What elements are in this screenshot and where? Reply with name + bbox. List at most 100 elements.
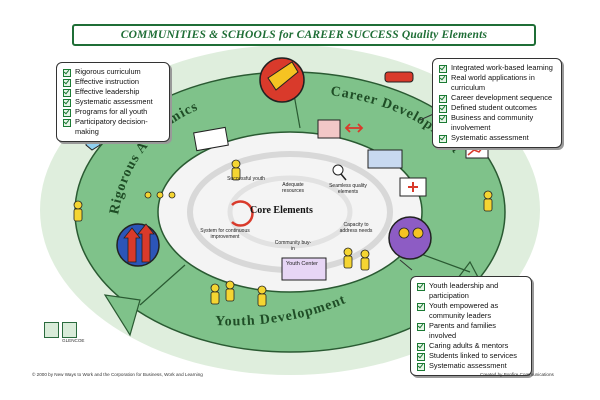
checkbox-icon <box>417 362 425 371</box>
person-icon <box>483 198 493 212</box>
list-item-text: Parents and families involved <box>429 321 496 340</box>
core-item: System for continuous improvement <box>200 228 250 240</box>
person-icon <box>144 191 152 199</box>
person-icon <box>257 293 267 307</box>
checkbox-icon <box>417 342 425 351</box>
person-icon <box>398 227 410 239</box>
list-item-text: Youth empowered as community leaders <box>429 301 499 320</box>
list-item: Real world applications in curriculum <box>439 73 555 93</box>
footer-copyright: © 2000 by New Ways to Work and the Corpo… <box>32 372 203 377</box>
person-icon <box>360 249 370 259</box>
building-icon <box>317 119 341 139</box>
youth-globe-icon <box>388 216 432 260</box>
list-item: Career development sequence <box>439 93 555 103</box>
checkbox-icon <box>63 118 71 127</box>
youth-center-building <box>281 257 327 281</box>
list-item: Defined student outcomes <box>439 103 555 113</box>
car-icon <box>384 71 414 83</box>
list-item: Participatory decision-making <box>63 117 163 137</box>
core-item: Adequate resources <box>282 182 304 194</box>
checkbox-icon <box>439 74 447 83</box>
person-icon <box>73 200 83 210</box>
academics-globe-icon <box>116 223 160 267</box>
person-icon <box>225 288 235 302</box>
list-item-text: Systematic assessment <box>75 97 153 106</box>
callout-pointer <box>399 259 413 271</box>
list-item-text: Participatory decision-making <box>75 117 148 136</box>
checkbox-icon <box>439 94 447 103</box>
list-item-text: Programs for all youth <box>75 107 148 116</box>
checkbox-icon <box>63 78 71 87</box>
core-item: Successful youth <box>227 176 265 182</box>
title-banner: COMMUNITIES & SCHOOLS for CAREER SUCCESS… <box>72 24 536 46</box>
list-item-text: Integrated work-based learning <box>451 63 553 72</box>
list-item: Programs for all youth <box>63 107 163 117</box>
person-icon <box>231 159 241 169</box>
list-item-text: Real world applications in curriculum <box>451 73 535 92</box>
checkbox-icon <box>63 98 71 107</box>
list-item: Business and community involvement <box>439 113 555 133</box>
checkbox-icon <box>439 114 447 123</box>
checkbox-icon <box>417 282 425 291</box>
person-icon <box>483 190 493 200</box>
logo-badge <box>44 322 59 338</box>
person-icon <box>225 280 235 290</box>
person-icon <box>231 167 241 181</box>
swirl-ring-inner <box>227 175 353 249</box>
up-arrow-icon <box>123 227 141 263</box>
list-item: Systematic assessment <box>417 361 525 371</box>
person-icon <box>73 208 83 222</box>
arrow-head-left <box>103 294 141 337</box>
list-item: Systematic assessment <box>63 97 163 107</box>
list-item-text: Business and community involvement <box>451 113 534 132</box>
inner-ellipse <box>157 131 423 293</box>
list-item: Effective instruction <box>63 77 163 87</box>
building-icon <box>367 149 403 169</box>
book-icon <box>193 126 229 152</box>
magnifier-handle <box>340 173 347 181</box>
list-item: Caring adults & mentors <box>417 341 525 351</box>
checkbox-icon <box>63 108 71 117</box>
core-item: Community buy-in <box>274 240 312 252</box>
red-cross-icon <box>408 182 418 192</box>
diagram-title: COMMUNITIES & SCHOOLS for CAREER SUCCESS… <box>120 29 488 41</box>
person-icon <box>412 227 424 239</box>
checkbox-icon <box>63 88 71 97</box>
list-item: Systematic assessment <box>439 133 555 143</box>
list-item-text: Youth leadership and participation <box>429 281 499 300</box>
cycle-arrows-icon <box>231 200 254 227</box>
checkbox-icon <box>439 104 447 113</box>
person-icon <box>343 247 353 257</box>
youth-center-sign: Youth Center <box>286 261 318 267</box>
globe-arrow-icon <box>267 61 299 91</box>
person-icon <box>210 291 220 305</box>
checkbox-icon <box>417 302 425 311</box>
list-item-text: Career development sequence <box>451 93 553 102</box>
checkbox-icon <box>63 68 71 77</box>
list-item: Students linked to services <box>417 351 525 361</box>
logo-caption: GLENCOE <box>62 338 85 343</box>
person-icon <box>156 191 164 199</box>
list-item: Youth leadership and participation <box>417 281 525 301</box>
person-icon <box>210 283 220 293</box>
person-icon <box>360 257 370 271</box>
exchange-arrow-icon <box>344 123 364 133</box>
list-item-text: Effective leadership <box>75 87 140 96</box>
person-icon <box>168 191 176 199</box>
list-item-text: Effective instruction <box>75 77 139 86</box>
person-icon <box>343 255 353 269</box>
checkbox-icon <box>417 352 425 361</box>
checkbox-icon <box>417 322 425 331</box>
up-arrow-icon <box>137 223 155 263</box>
list-item-text: Students linked to services <box>429 351 517 360</box>
list-item: Parents and families involved <box>417 321 525 341</box>
checkbox-icon <box>439 64 447 73</box>
list-item: Integrated work-based learning <box>439 63 555 73</box>
magnifier-icon <box>332 164 344 176</box>
